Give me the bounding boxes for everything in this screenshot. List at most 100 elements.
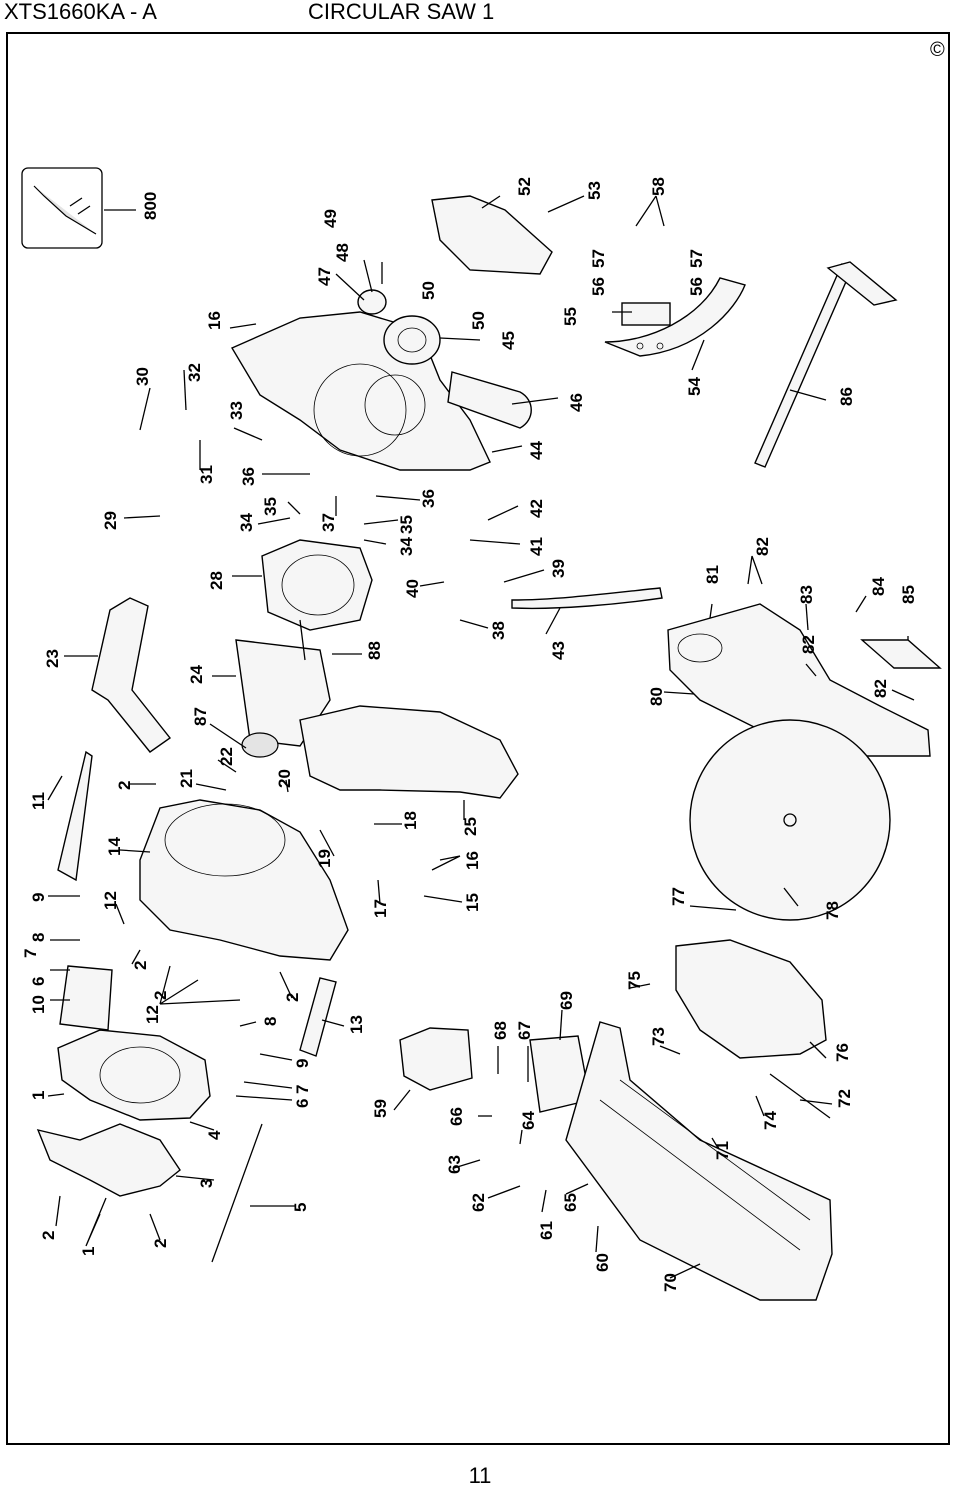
callout-6b: 6 bbox=[293, 1099, 312, 1108]
callout-56a: 56 bbox=[589, 277, 608, 296]
callout-66: 66 bbox=[447, 1107, 466, 1126]
callout-800: 800 bbox=[141, 192, 160, 220]
callout-12b: 12 bbox=[143, 1005, 162, 1024]
callout-41: 41 bbox=[527, 537, 546, 556]
leader-lines bbox=[47, 195, 915, 1279]
callout-8b: 8 bbox=[261, 1017, 280, 1026]
callout-1b: 1 bbox=[79, 1247, 98, 1256]
callout-82a: 82 bbox=[753, 537, 772, 556]
callout-5: 5 bbox=[291, 1203, 310, 1212]
page-number: 11 bbox=[468, 1463, 492, 1488]
callout-46: 46 bbox=[567, 393, 586, 412]
callout-70: 70 bbox=[661, 1273, 680, 1292]
callout-32: 32 bbox=[185, 363, 204, 382]
callout-2f: 2 bbox=[151, 991, 170, 1000]
callout-84: 84 bbox=[869, 577, 888, 596]
callout-35a: 35 bbox=[261, 497, 280, 516]
page-title: CIRCULAR SAW 1 bbox=[308, 0, 495, 24]
callout-82b: 82 bbox=[799, 635, 818, 654]
part-45-fan bbox=[383, 315, 441, 365]
callout-40: 40 bbox=[403, 579, 422, 598]
part-85-label bbox=[860, 639, 942, 669]
callout-2b: 2 bbox=[131, 961, 150, 970]
callout-60: 60 bbox=[593, 1253, 612, 1272]
part-5-cord bbox=[211, 1123, 263, 1263]
callout-17: 17 bbox=[371, 899, 390, 918]
part-13-sleeve bbox=[299, 977, 337, 1057]
callout-78: 78 bbox=[823, 901, 842, 920]
callout-68: 68 bbox=[491, 1021, 510, 1040]
callout-11: 11 bbox=[29, 792, 48, 810]
callout-58: 58 bbox=[649, 177, 668, 196]
callout-54: 54 bbox=[685, 377, 704, 396]
part-80-lower-housing bbox=[667, 603, 931, 757]
callout-14: 14 bbox=[105, 837, 124, 856]
callout-39: 39 bbox=[549, 559, 568, 578]
callout-23: 23 bbox=[43, 649, 62, 668]
part-4-end-cap bbox=[57, 1029, 211, 1121]
part-52-bracket bbox=[431, 195, 553, 275]
callout-25: 25 bbox=[461, 817, 480, 836]
callout-2e: 2 bbox=[39, 1231, 58, 1240]
callout-87: 87 bbox=[191, 707, 210, 726]
callout-20: 20 bbox=[275, 769, 294, 788]
callout-42: 42 bbox=[527, 499, 546, 518]
callout-2a: 2 bbox=[115, 781, 134, 790]
saw-blade bbox=[689, 719, 891, 921]
callout-3: 3 bbox=[197, 1179, 216, 1188]
callout-61: 61 bbox=[537, 1221, 556, 1240]
callout-74: 74 bbox=[761, 1111, 780, 1130]
callout-71: 71 bbox=[713, 1141, 732, 1160]
part-72-rod bbox=[769, 1073, 831, 1119]
callout-50b: 50 bbox=[469, 311, 488, 330]
callout-21: 21 bbox=[177, 769, 196, 788]
callout-83: 83 bbox=[797, 585, 816, 604]
part-28-field bbox=[261, 539, 373, 631]
callout-36a: 36 bbox=[239, 467, 258, 486]
callout-4: 4 bbox=[205, 1130, 224, 1140]
part-11-spindle bbox=[57, 750, 93, 882]
part-76-lower-guard bbox=[675, 939, 827, 1059]
callout-73: 73 bbox=[649, 1027, 668, 1046]
callout-2c: 2 bbox=[283, 993, 302, 1002]
callout-47: 47 bbox=[315, 267, 334, 286]
callout-9b: 9 bbox=[293, 1059, 312, 1068]
part-46-dust-port bbox=[447, 371, 532, 429]
callout-77: 77 bbox=[669, 887, 688, 906]
callout-30: 30 bbox=[133, 367, 152, 386]
part-55-clamp-plate bbox=[621, 302, 671, 326]
callout-1a: 1 bbox=[29, 1091, 48, 1100]
callout-82c: 82 bbox=[871, 679, 890, 698]
callout-64: 64 bbox=[519, 1111, 538, 1130]
callout-88: 88 bbox=[365, 641, 384, 660]
callout-53: 53 bbox=[585, 181, 604, 200]
callout-24: 24 bbox=[187, 665, 206, 684]
callout-15: 15 bbox=[463, 893, 482, 912]
callout-9a: 9 bbox=[29, 893, 48, 902]
callout-18: 18 bbox=[401, 811, 420, 830]
callout-29: 29 bbox=[101, 511, 120, 530]
callout-65: 65 bbox=[561, 1193, 580, 1212]
callout-85: 85 bbox=[899, 585, 918, 604]
part-43-strip bbox=[511, 587, 663, 610]
callout-22: 22 bbox=[217, 747, 236, 766]
callout-16a: 16 bbox=[205, 311, 224, 330]
callout-56b: 56 bbox=[687, 277, 706, 296]
callout-37: 37 bbox=[319, 513, 338, 532]
callout-2d: 2 bbox=[151, 1239, 170, 1248]
callout-55: 55 bbox=[561, 307, 580, 326]
callout-35b: 35 bbox=[397, 515, 416, 534]
callout-7b: 7 bbox=[293, 1085, 312, 1094]
callout-44: 44 bbox=[527, 441, 546, 460]
callout-31: 31 bbox=[197, 465, 216, 484]
callout-38: 38 bbox=[489, 621, 508, 640]
callout-59: 59 bbox=[371, 1099, 390, 1118]
callout-33: 33 bbox=[227, 401, 246, 420]
callout-86: 86 bbox=[837, 387, 856, 406]
callout-10: 10 bbox=[29, 995, 48, 1014]
part-23-handle bbox=[91, 597, 172, 753]
callout-28: 28 bbox=[207, 571, 226, 590]
callout-48: 48 bbox=[333, 243, 352, 262]
callout-57a: 57 bbox=[589, 249, 608, 268]
part-70-base bbox=[565, 1021, 833, 1301]
